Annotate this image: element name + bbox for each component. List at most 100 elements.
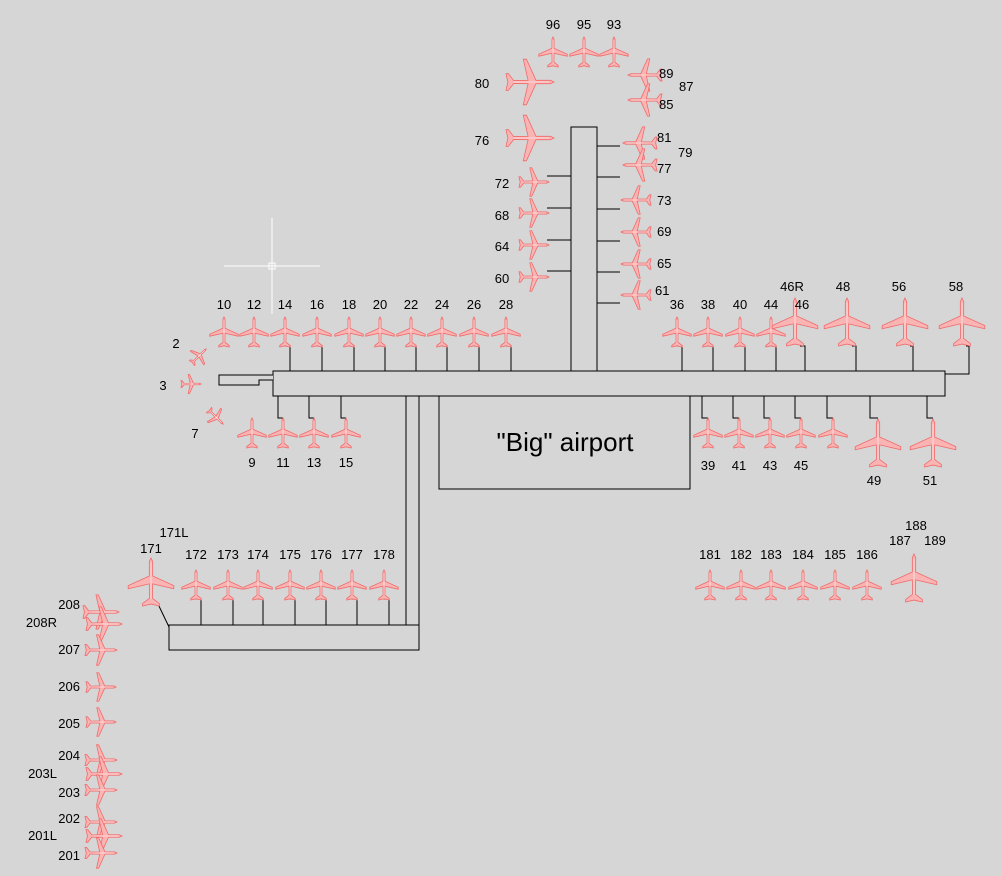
gate-label: 49 <box>867 473 881 488</box>
aircraft-stand <box>818 417 848 449</box>
aircraft-stands <box>82 36 986 869</box>
gate-label: 208R <box>26 615 57 630</box>
aircraft-stand <box>205 406 224 425</box>
aircraft-stand <box>823 297 871 347</box>
aircraft-stand <box>620 280 652 310</box>
gate-label: 36 <box>670 297 684 312</box>
gate-label: 61 <box>655 283 669 298</box>
aircraft-stand <box>334 316 364 348</box>
gate-label: 174 <box>247 547 269 562</box>
crosshair-cursor-icon <box>224 218 320 314</box>
aircraft-stand <box>302 316 332 348</box>
aircraft-stand <box>427 316 457 348</box>
aircraft-stand <box>84 837 118 869</box>
gate-label: 207 <box>58 642 80 657</box>
aircraft-stand <box>693 417 723 449</box>
west-stub <box>218 374 273 386</box>
aircraft-stand <box>518 167 550 197</box>
gate-label: 39 <box>701 458 715 473</box>
gate-label: 14 <box>278 297 292 312</box>
aircraft-stand <box>538 36 568 68</box>
aircraft-stand <box>275 569 305 601</box>
jet-bridge <box>196 598 202 625</box>
jet-bridge <box>340 396 346 419</box>
main-concourse[interactable] <box>272 370 946 397</box>
gate-label: 184 <box>792 547 814 562</box>
gate-label: 22 <box>404 297 418 312</box>
aircraft-stand <box>237 417 267 449</box>
southwest-bridge <box>157 603 170 628</box>
gate-label: 203L <box>28 766 57 781</box>
gate-label: 206 <box>58 679 80 694</box>
gate-label: 2 <box>172 336 179 351</box>
gate-label: 205 <box>58 716 80 731</box>
aircraft-stand <box>127 557 175 607</box>
gate-label: 7 <box>191 426 198 441</box>
gate-label: 64 <box>495 239 509 254</box>
aircraft-stand <box>788 569 818 601</box>
jet-bridge <box>380 345 386 371</box>
gate-label: 182 <box>730 547 752 562</box>
jet-bridge <box>771 345 777 371</box>
gate-label: 38 <box>701 297 715 312</box>
gate-label: 89 <box>659 66 673 81</box>
aircraft-stand <box>85 818 123 854</box>
aircraft-stand <box>909 418 957 468</box>
aircraft-stand <box>85 707 117 737</box>
gate-label: 95 <box>577 17 591 32</box>
gate-label: 183 <box>760 547 782 562</box>
aircraft-stand <box>396 316 426 348</box>
aircraft-stand <box>505 58 555 106</box>
aircraft-stand <box>693 316 723 348</box>
gate-label: 20 <box>373 297 387 312</box>
aircraft-stand <box>459 316 489 348</box>
gate-label: 87 <box>679 79 693 94</box>
jet-bridge <box>966 345 970 371</box>
aircraft-stand <box>209 316 239 348</box>
gate-label: 10 <box>217 297 231 312</box>
gate-label: 46 <box>795 297 809 312</box>
aircraft-stand <box>337 569 367 601</box>
main-terminal-building[interactable] <box>438 395 691 490</box>
jet-bridge <box>277 396 283 419</box>
aircraft-stand <box>518 262 550 292</box>
jet-bridge <box>926 396 933 419</box>
aircraft-stand <box>331 417 361 449</box>
aircraft-stand <box>820 569 850 601</box>
aircraft-stand <box>695 569 725 601</box>
aircraft-stand <box>938 297 986 347</box>
gate-label: 26 <box>467 297 481 312</box>
gate-label: 201 <box>58 848 80 863</box>
jet-bridge <box>763 396 770 419</box>
gate-label: 173 <box>217 547 239 562</box>
gate-label: 85 <box>659 97 673 112</box>
gate-label: 18 <box>342 297 356 312</box>
gate-label: 181 <box>699 547 721 562</box>
gate-label: 177 <box>341 547 363 562</box>
aircraft-stand <box>881 297 929 347</box>
jet-bridge <box>732 396 739 419</box>
gate-label: 96 <box>546 17 560 32</box>
gate-label: 45 <box>794 458 808 473</box>
gate-label: 186 <box>856 547 878 562</box>
jet-bridge <box>506 345 512 371</box>
terminal-buildings <box>157 126 970 651</box>
jet-bridge <box>384 598 390 625</box>
jet-bridge <box>317 345 323 371</box>
jet-bridge <box>800 345 806 371</box>
aircraft-stand <box>518 230 550 260</box>
aircraft-stand <box>620 249 652 279</box>
jet-bridge <box>708 345 714 371</box>
aircraft-stand <box>725 316 755 348</box>
gate-label: 79 <box>678 145 692 160</box>
aircraft-stand <box>627 83 663 117</box>
aircraft-stand <box>756 569 786 601</box>
southwest-pier[interactable] <box>168 624 420 651</box>
gate-label: 171 <box>140 541 162 556</box>
aircraft-stand <box>268 417 298 449</box>
north-pier[interactable] <box>570 126 598 372</box>
gate-label: 185 <box>824 547 846 562</box>
gate-label: 43 <box>763 458 777 473</box>
